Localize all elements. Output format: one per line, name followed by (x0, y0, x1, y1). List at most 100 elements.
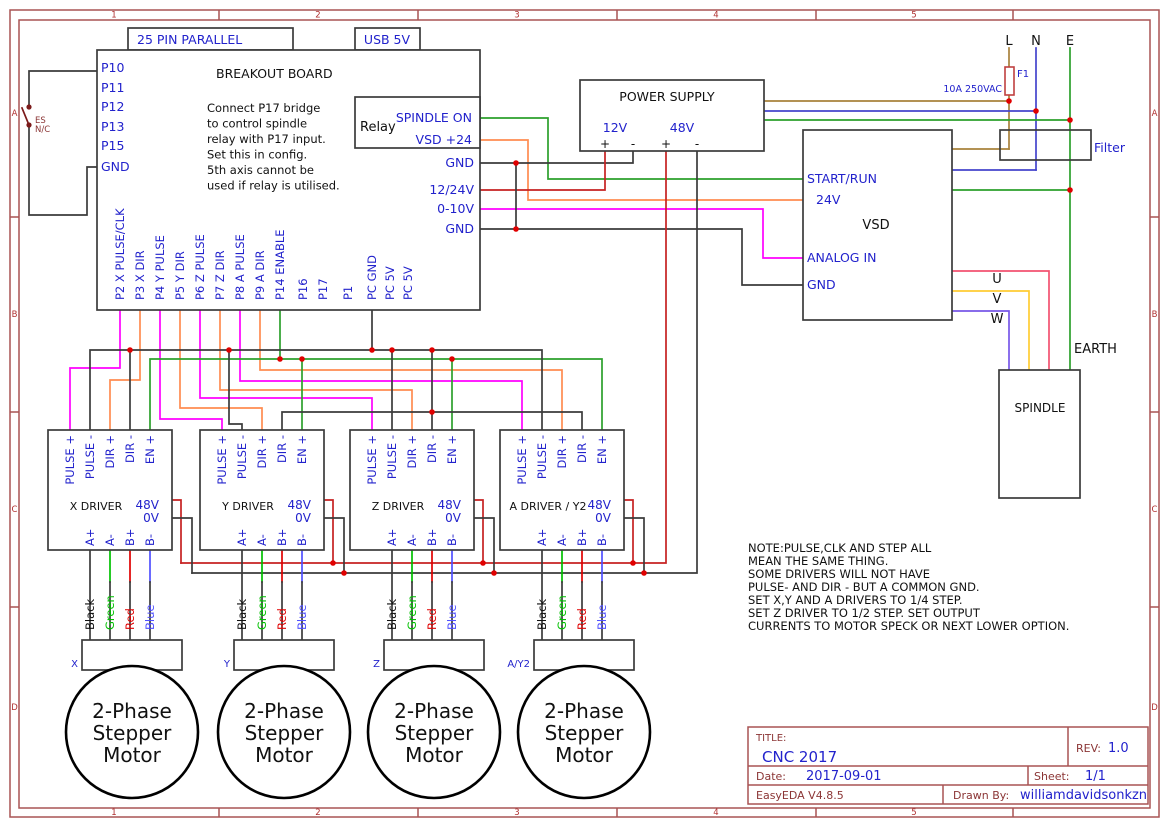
signal-harness (69, 309, 603, 431)
pin-label: P2 X PULSE/CLK (113, 208, 127, 300)
usb-label: USB 5V (364, 32, 411, 47)
driver-pin-label: EN + (295, 435, 309, 464)
pin-label: GND (445, 155, 474, 170)
driver-pin-label: B+ (123, 528, 137, 546)
pin-label: GND (445, 221, 474, 236)
wire-0v-stub (171, 517, 193, 574)
driver-48v-label: 48V (438, 498, 462, 512)
fuse-rating: 10A 250VAC (943, 84, 1002, 95)
drawn-by-label: Drawn By: (953, 789, 1009, 802)
spindle-title: SPINDLE (1015, 401, 1066, 415)
rev-value: 1.0 (1108, 741, 1129, 756)
motor-label: Stepper (395, 721, 475, 745)
driver-pin-label: PULSE - (535, 435, 549, 479)
driver-pin-label: DIR - (123, 435, 137, 463)
driver-pin-label: A- (103, 534, 117, 546)
frame-col-label: 3 (514, 808, 519, 818)
note-line: used if relay is utilised. (207, 179, 340, 193)
earth-pin-label: E (1066, 34, 1074, 49)
driver-box (47, 429, 173, 551)
driver-box (349, 429, 475, 551)
driver-pin-label: A+ (83, 528, 97, 546)
frame-col-label: 3 (514, 11, 519, 21)
pin-label: P17 (316, 278, 330, 300)
parallel-port-label: 25 PIN PARALLEL (137, 32, 242, 47)
power-supply-title: POWER SUPPLY (619, 89, 715, 104)
driver-48v-label: 48V (288, 498, 312, 512)
pin-label: P4 Y PULSE (153, 235, 167, 300)
wire-gnd1 (479, 150, 634, 164)
vsd-pin-label: ANALOG IN (807, 250, 877, 265)
wire-u-phase (951, 270, 1050, 371)
relay-pin-label: SPINDLE ON (396, 110, 472, 125)
breakout-note: Connect P17 bridge to control spindle re… (207, 101, 340, 193)
motor-label: Stepper (93, 721, 173, 745)
driver-pin-label: PULSE - (235, 435, 249, 479)
motor-label: Stepper (545, 721, 625, 745)
note-line: Set this in config. (207, 148, 307, 162)
motor-axis-label: A/Y2 (507, 659, 530, 670)
ps-12v-label: 12V (603, 120, 628, 135)
driver-pin-label: B+ (425, 528, 439, 546)
mains-wiring (763, 47, 1071, 371)
motor-label: Motor (255, 743, 314, 767)
wire-gnd2 (479, 228, 804, 286)
pin-label: 12/24V (429, 182, 474, 197)
pin-label: P7 Z DIR (213, 250, 227, 300)
terminal-label: - (631, 137, 635, 151)
date-value: 2017-09-01 (806, 769, 882, 784)
driver-pin-label: PULSE - (385, 435, 399, 479)
vsd-pin-label: START/RUN (807, 171, 877, 186)
driver-0v-label: 0V (595, 511, 612, 525)
wire-color-label: Green (103, 595, 117, 630)
terminal-label: + (600, 137, 610, 151)
wire-48v-stub (473, 499, 484, 564)
driver-pin-label: A- (255, 534, 269, 546)
date-label: Date: (756, 770, 786, 783)
vsd-title: VSD (862, 218, 889, 233)
power-supply: POWER SUPPLY 12V 48V + - + - (600, 89, 715, 151)
bus-48v (180, 150, 667, 564)
driver-column: PULSE + PULSE - DIR + DIR - EN + A+ A- B… (499, 429, 652, 800)
driver-pin-label: B- (595, 534, 609, 546)
frame-col-label: 5 (911, 11, 916, 21)
relay-label: Relay (360, 120, 396, 135)
bus-0v (191, 150, 698, 574)
driver-name: A DRIVER / Y2 (510, 500, 587, 513)
note-line: NOTE:PULSE,CLK AND STEP ALL (748, 541, 932, 555)
pin-label: P5 Y DIR (173, 251, 187, 300)
wire-color-label: Green (405, 595, 419, 630)
estop-label: N/C (35, 125, 50, 135)
wire-color-label: Red (275, 608, 289, 630)
tool-version: EasyEDA V4.8.5 (756, 789, 844, 802)
estop-switch-blade (20, 106, 31, 127)
wire-color-label: Red (123, 608, 137, 630)
neutral-label: N (1031, 34, 1041, 49)
drawn-by-value: williamdavidsonkzn (1020, 788, 1147, 803)
pin-label: P14 ENABLE (273, 229, 287, 300)
phase-label-v: V (993, 292, 1002, 307)
driver-0v-label: 0V (445, 511, 462, 525)
motor-body (64, 664, 200, 800)
frame-row-label: C (12, 505, 18, 515)
driver-pin-label: DIR + (405, 435, 419, 469)
wire-color-label: Green (555, 595, 569, 630)
motor-label: Motor (405, 743, 464, 767)
frame-col-label: 1 (111, 808, 116, 818)
motor-axis-label: Y (223, 659, 231, 670)
filter-label: Filter (1094, 140, 1126, 155)
estop-label: ES (35, 116, 46, 126)
vsd-pin-label: GND (807, 277, 836, 292)
wire-0v-stub (623, 517, 645, 574)
pin-label: P6 Z PULSE (193, 234, 207, 300)
vsd-box (802, 129, 953, 321)
frame-row-label: B (1152, 310, 1158, 320)
rev-label: REV: (1076, 742, 1101, 755)
breakout-left-pins: P10 P11 P12 P13 P15 GND (101, 60, 130, 174)
ps-terminals: + - + - (600, 137, 699, 151)
wire-color-label: Red (575, 608, 589, 630)
wire-12-24v (479, 150, 606, 191)
note-line: SOME DRIVERS WILL NOT HAVE (748, 567, 930, 581)
estop-labels: ES N/C (35, 116, 50, 135)
